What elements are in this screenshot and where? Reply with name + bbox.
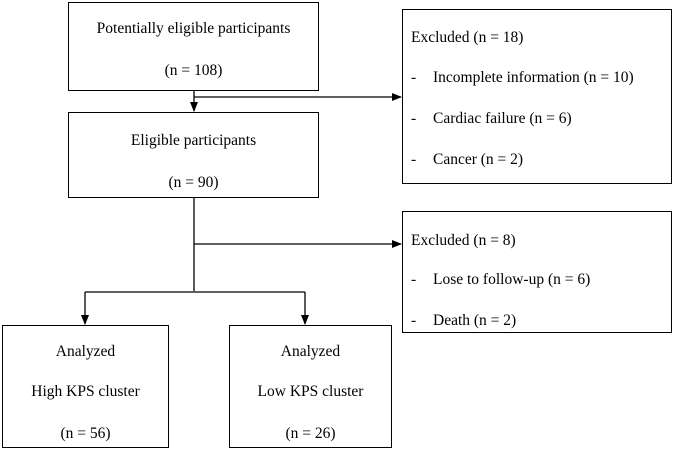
box-excluded-2: Excluded (n = 8) -Lose to follow-up (n =… <box>402 211 672 333</box>
list-item: -Incomplete information (n = 10) <box>411 70 634 86</box>
box-excluded-1: Excluded (n = 18) -Incomplete informatio… <box>402 9 672 184</box>
list-item-text: Cardiac failure (n = 6) <box>433 110 572 127</box>
bullet-dash: - <box>411 271 417 288</box>
list-item: -Lose to follow-up (n = 6) <box>411 272 590 288</box>
box-line-1: Analyzed <box>280 343 341 360</box>
list-item-text: Lose to follow-up (n = 6) <box>433 271 591 288</box>
box-title: Excluded (n = 8) <box>411 232 516 249</box>
box-count: (n = 56) <box>60 425 111 442</box>
list-item: -Death (n = 2) <box>411 313 516 329</box>
box-line-2: Low KPS cluster <box>257 383 364 400</box>
box-count: (n = 90) <box>168 174 219 191</box>
box-count: (n = 108) <box>164 62 223 79</box>
box-title: Excluded (n = 18) <box>411 29 524 46</box>
box-eligible-participants: Eligible participants (n = 90) <box>68 112 319 198</box>
list-item: -Cancer (n = 2) <box>411 152 523 168</box>
box-potentially-eligible: Potentially eligible participants (n = 1… <box>68 2 319 91</box>
list-item-text: Cancer (n = 2) <box>433 151 524 168</box>
box-line-1: Analyzed <box>55 343 116 360</box>
bullet-dash: - <box>411 312 417 329</box>
bullet-dash: - <box>411 69 417 86</box>
box-title: Eligible participants <box>130 132 257 149</box>
box-high-kps-cluster: Analyzed High KPS cluster (n = 56) <box>2 325 169 448</box>
list-item-text: Incomplete information (n = 10) <box>433 69 634 86</box>
box-title: Potentially eligible participants <box>96 20 291 37</box>
list-item-text: Death (n = 2) <box>433 312 517 329</box>
bullet-dash: - <box>411 110 417 127</box>
list-item: -Cardiac failure (n = 6) <box>411 111 572 127</box>
bullet-dash: - <box>411 151 417 168</box>
box-low-kps-cluster: Analyzed Low KPS cluster (n = 26) <box>229 325 392 448</box>
box-count: (n = 26) <box>285 425 336 442</box>
box-line-2: High KPS cluster <box>31 383 140 400</box>
